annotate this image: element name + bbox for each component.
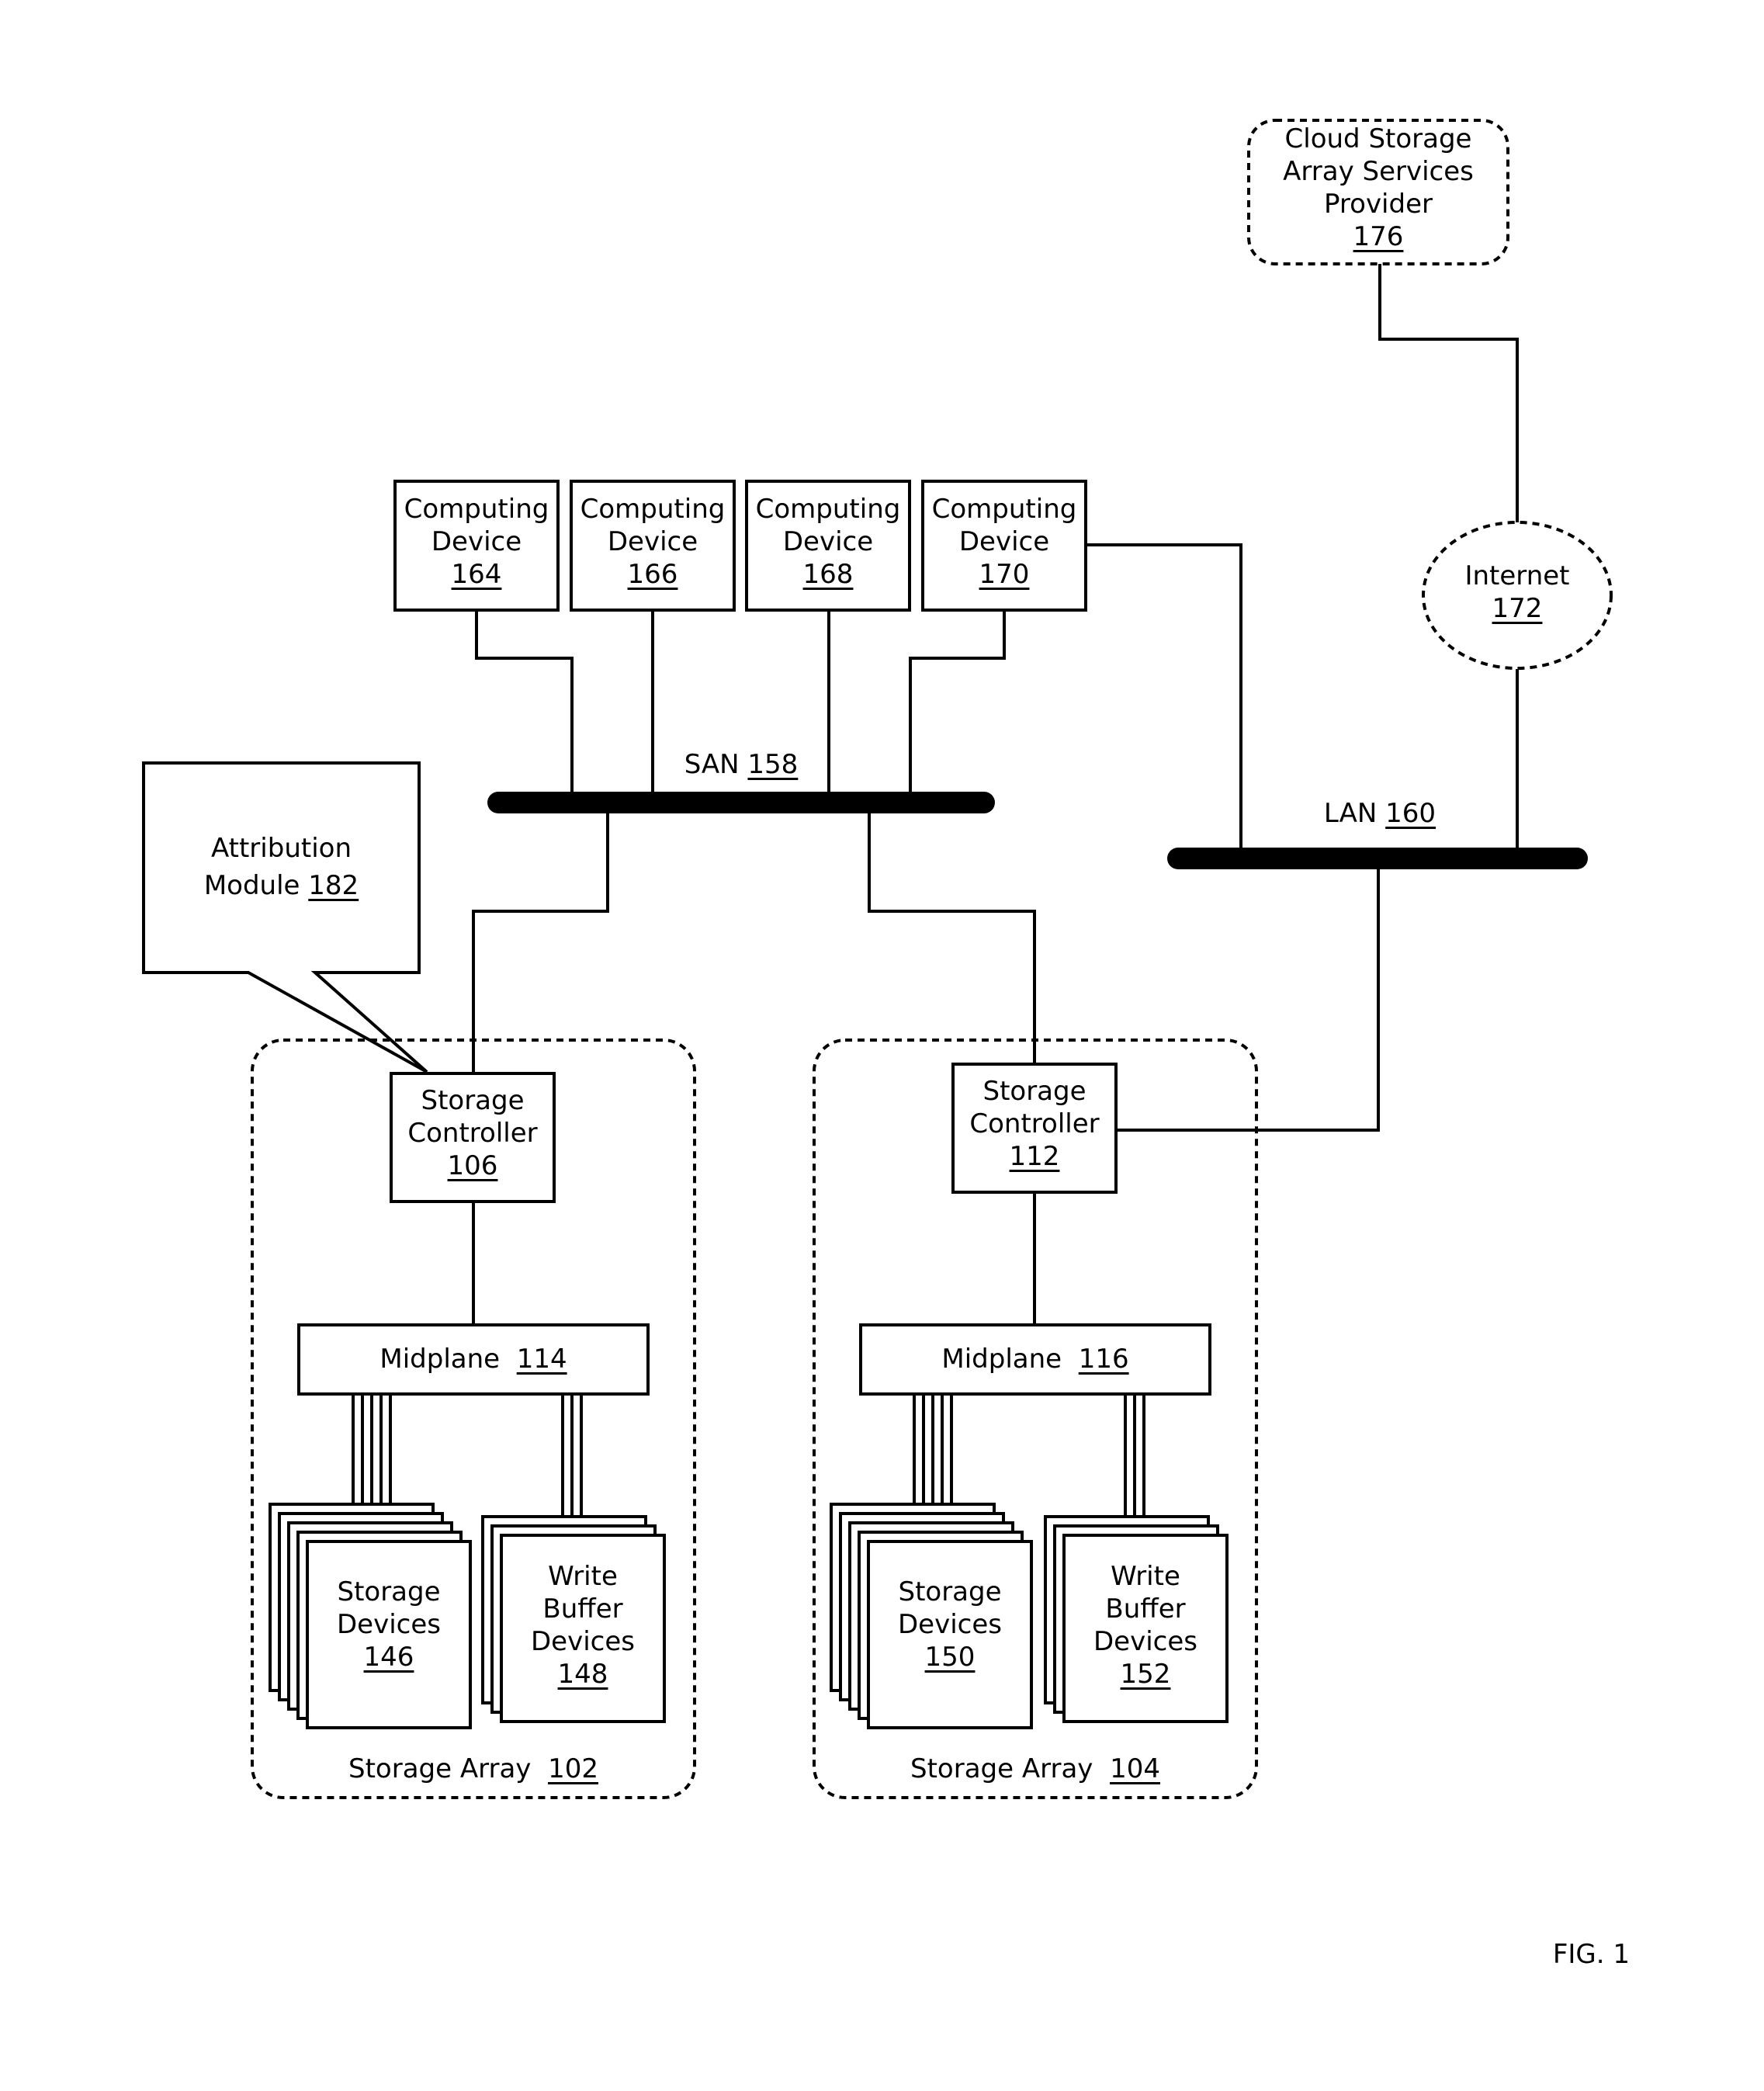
- computing-device-170-ref: 170: [923, 558, 1086, 591]
- write-buffer-148-ref: 148: [501, 1658, 664, 1690]
- storage-array-102-label: Storage Array 102: [252, 1753, 695, 1785]
- attribution-module-line1: Attribution: [144, 830, 419, 867]
- computing-device-168-line1: Computing: [747, 493, 910, 525]
- midplane-116-label: Midplane 116: [861, 1343, 1210, 1375]
- internet-text: Internet: [1423, 560, 1611, 592]
- midplane-114-ref: 114: [517, 1344, 567, 1375]
- computing-device-168-label: Computing Device 168: [747, 493, 910, 591]
- storage-devices-150-line2: Devices: [868, 1608, 1031, 1641]
- write-buffer-148-line3: Devices: [501, 1625, 664, 1658]
- cloud-provider-line1: Cloud Storage: [1249, 123, 1508, 155]
- storage-controller-112-label: Storage Controller 112: [953, 1075, 1116, 1173]
- storage-devices-146-line1: Storage: [307, 1576, 470, 1608]
- attribution-module-ref: 182: [308, 870, 359, 901]
- write-buffer-148-label: Write Buffer Devices 148: [501, 1560, 664, 1690]
- san-controller112-link: [869, 803, 1034, 1064]
- storage-devices-150-label: Storage Devices 150: [868, 1576, 1031, 1673]
- computing-device-166-ref: 166: [571, 558, 734, 591]
- storage-array-104-label: Storage Array 104: [814, 1753, 1256, 1785]
- storage-array-102-ref: 102: [548, 1753, 598, 1784]
- storage-controller-112-ref: 112: [953, 1140, 1116, 1173]
- write-buffer-152-ref: 152: [1064, 1658, 1227, 1690]
- cloud-provider-ref: 176: [1249, 220, 1508, 253]
- lan-ref: 160: [1385, 798, 1436, 829]
- midplane-114-label: Midplane 114: [299, 1343, 648, 1375]
- storage-array-104-ref: 104: [1110, 1753, 1160, 1784]
- attribution-module-line2: Module: [204, 870, 300, 901]
- attribution-module-line2-wrap: Module 182: [144, 867, 419, 904]
- write-buffer-148-line1: Write: [501, 1560, 664, 1593]
- cd170-san-link: [910, 610, 1004, 803]
- write-buffer-148-line2: Buffer: [501, 1593, 664, 1625]
- cloud-internet-link: [1380, 264, 1517, 522]
- storage-controller-106-ref: 106: [391, 1150, 554, 1182]
- storage-devices-146-label: Storage Devices 146: [307, 1576, 470, 1673]
- computing-device-170-label: Computing Device 170: [923, 493, 1086, 591]
- write-buffer-152-label: Write Buffer Devices 152: [1064, 1560, 1227, 1690]
- san-label: SAN 158: [671, 748, 811, 781]
- attribution-callout: [144, 763, 427, 1072]
- write-buffer-152-line1: Write: [1064, 1560, 1227, 1593]
- computing-device-170-line2: Device: [923, 525, 1086, 558]
- computing-device-166-line1: Computing: [571, 493, 734, 525]
- computing-device-164-line2: Device: [395, 525, 558, 558]
- write-buffer-152-line3: Devices: [1064, 1625, 1227, 1658]
- storage-controller-106-line2: Controller: [391, 1117, 554, 1150]
- figure-label: FIG. 1: [1475, 1938, 1630, 1971]
- san-text: SAN: [684, 749, 740, 780]
- storage-devices-150-line1: Storage: [868, 1576, 1031, 1608]
- storage-controller-112-line1: Storage: [953, 1075, 1116, 1108]
- storage-devices-150-ref: 150: [868, 1641, 1031, 1673]
- storage-devices-146-ref: 146: [307, 1641, 470, 1673]
- internet-label: Internet 172: [1423, 560, 1611, 625]
- midplane-114-text: Midplane: [379, 1344, 500, 1375]
- computing-device-164-label: Computing Device 164: [395, 493, 558, 591]
- storage-devices-146-line2: Devices: [307, 1608, 470, 1641]
- storage-array-104-text: Storage Array: [910, 1753, 1093, 1784]
- cloud-provider-line3: Provider: [1249, 188, 1508, 220]
- computing-device-168-line2: Device: [747, 525, 910, 558]
- attribution-module-label: Attribution Module 182: [144, 830, 419, 904]
- computing-device-168-ref: 168: [747, 558, 910, 591]
- san-ref: 158: [747, 749, 798, 780]
- lan-label: LAN 160: [1310, 797, 1450, 830]
- san-controller106-link: [473, 803, 608, 1073]
- internet-ref: 172: [1423, 592, 1611, 625]
- midplane-116-text: Midplane: [941, 1344, 1062, 1375]
- cd170-lan-link: [1086, 545, 1241, 858]
- computing-device-170-line1: Computing: [923, 493, 1086, 525]
- midplane-116-ref: 116: [1079, 1344, 1129, 1375]
- storage-array-102-text: Storage Array: [348, 1753, 531, 1784]
- computing-device-166-label: Computing Device 166: [571, 493, 734, 591]
- storage-controller-106-label: Storage Controller 106: [391, 1084, 554, 1182]
- cd164-san-link: [477, 610, 572, 803]
- write-buffer-152-line2: Buffer: [1064, 1593, 1227, 1625]
- storage-controller-106-line1: Storage: [391, 1084, 554, 1117]
- storage-controller-112-line2: Controller: [953, 1108, 1116, 1140]
- cloud-provider-line2: Array Services: [1249, 155, 1508, 188]
- computing-device-164-line1: Computing: [395, 493, 558, 525]
- cloud-provider-label: Cloud Storage Array Services Provider 17…: [1249, 123, 1508, 253]
- computing-device-164-ref: 164: [395, 558, 558, 591]
- lan-controller112-link: [1116, 858, 1378, 1130]
- computing-device-166-line2: Device: [571, 525, 734, 558]
- lan-text: LAN: [1324, 798, 1377, 829]
